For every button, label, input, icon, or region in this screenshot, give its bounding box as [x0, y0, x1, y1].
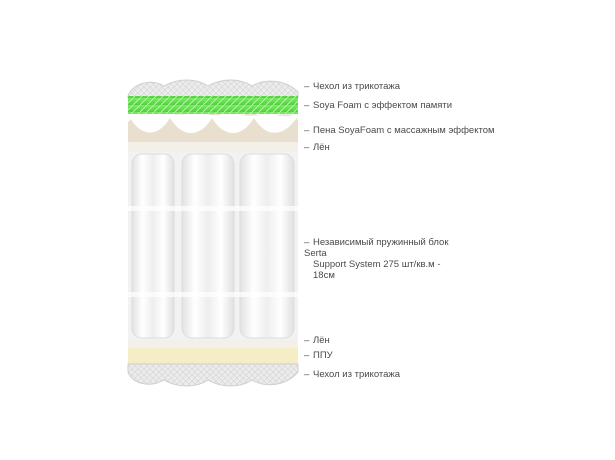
- top-linen-layer: [128, 142, 298, 152]
- bottom-cover-layer: [127, 363, 299, 387]
- layer-label-bottom-cover: –Чехол из трикотажа: [304, 369, 401, 380]
- ppu-layer: [128, 348, 298, 364]
- layer-label-massage-foam: –Пена SoyaFoam с массажным эффектом: [304, 125, 495, 136]
- spring-pockets: [128, 153, 298, 339]
- layer-label-top-linen: –Лён: [304, 142, 330, 153]
- layer-label-spring-block: –Независимый пружинный блок Serta Suppor…: [304, 237, 449, 281]
- top-cover-layer: [127, 79, 299, 99]
- bottom-linen-layer: [128, 340, 298, 348]
- memory-foam-layer: [128, 96, 298, 114]
- layer-label-ppu: –ППУ: [304, 350, 333, 361]
- layer-label-top-cover: –Чехол из трикотажа: [304, 81, 401, 92]
- layer-label-memory-foam: –Soya Foam с эффектом памяти: [304, 100, 453, 111]
- layer-label-bottom-linen: –Лён: [304, 335, 330, 346]
- massage-foam-layer: [128, 114, 298, 142]
